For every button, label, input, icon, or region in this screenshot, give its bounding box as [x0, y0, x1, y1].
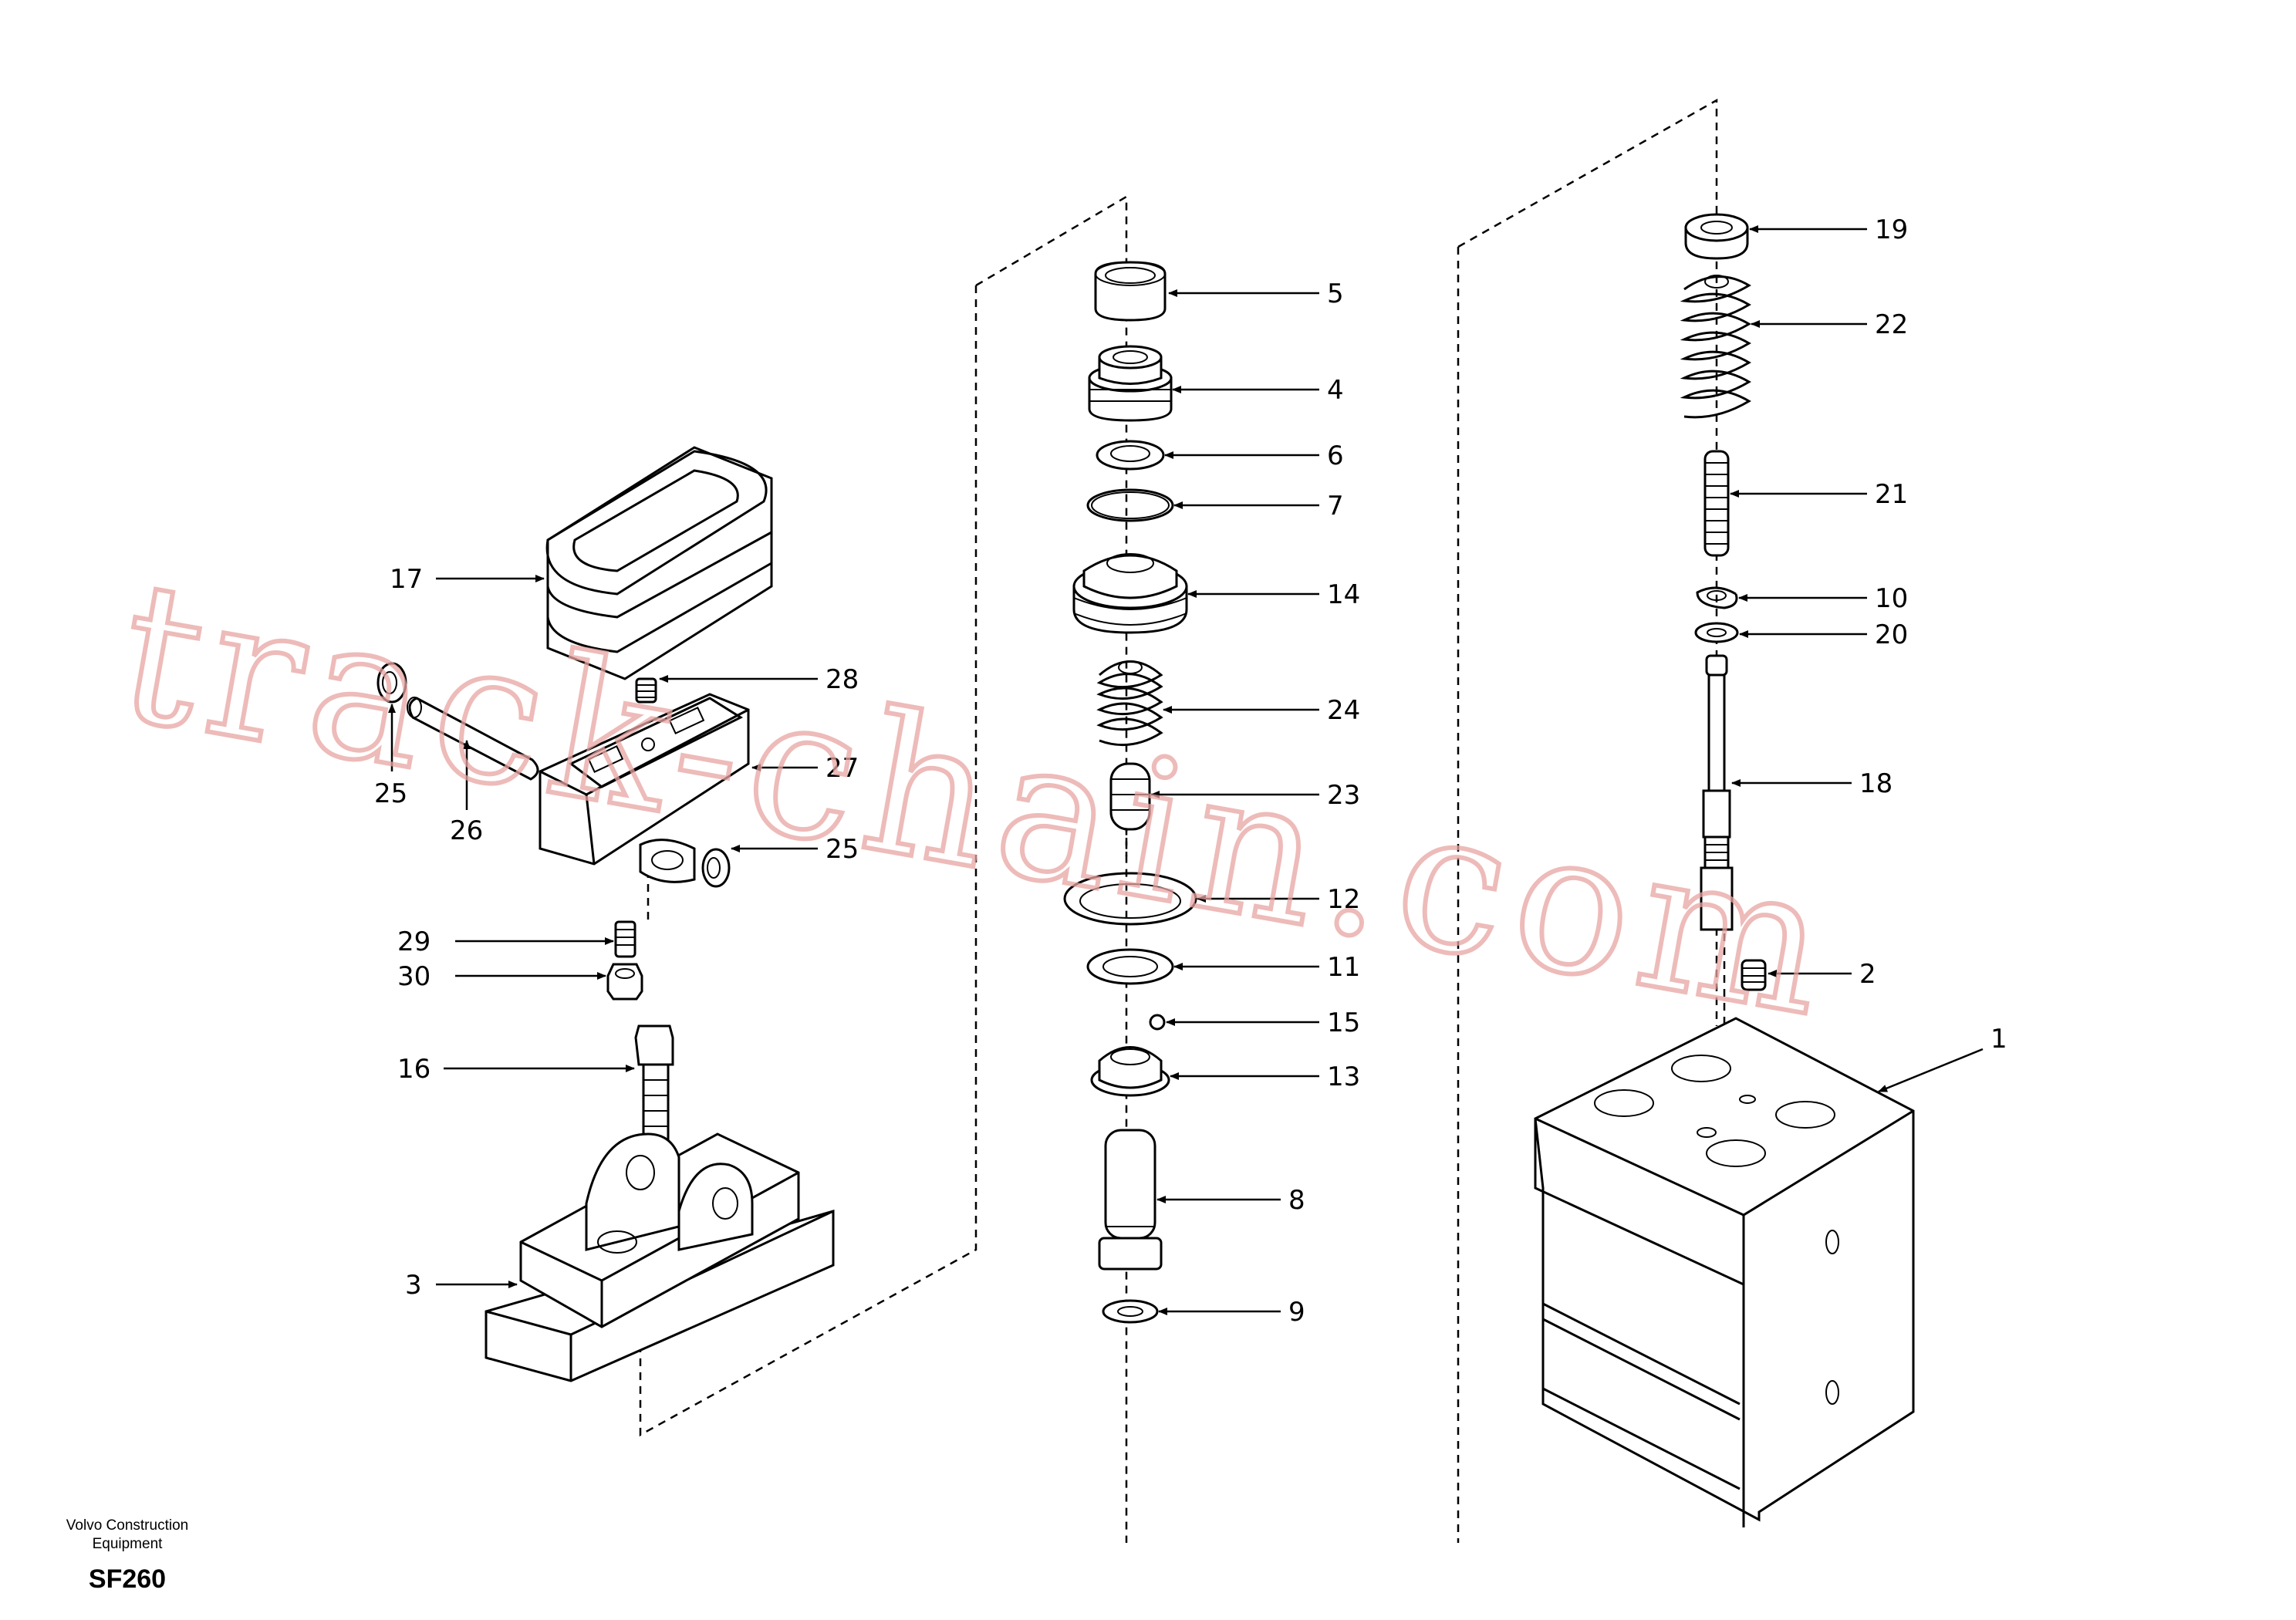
- callout-27: 27: [826, 753, 859, 784]
- callout-20: 20: [1875, 619, 1908, 650]
- callout-9: 9: [1288, 1297, 1305, 1328]
- callout-26: 26: [450, 815, 483, 846]
- part-11-washer: [1086, 948, 1174, 985]
- callout-16: 16: [397, 1054, 430, 1085]
- part-6-seal: [1096, 440, 1165, 471]
- part-1-valve-body: [1534, 1017, 1915, 1527]
- callout-numbers: 5 4 6 7 14 24 23 12 11 15 13 8 9 19 22 2…: [374, 214, 2007, 1328]
- callout-24: 24: [1327, 695, 1360, 726]
- part-30-nut: [606, 963, 643, 1001]
- callout-10: 10: [1875, 583, 1908, 614]
- footer-figure-code: SF260: [88, 1564, 167, 1594]
- callout-25-right: 25: [826, 834, 859, 865]
- callout-17: 17: [390, 564, 423, 595]
- callout-3: 3: [405, 1270, 422, 1301]
- part-16-bolt: [634, 1024, 674, 1143]
- part-15-ball: [1149, 1014, 1166, 1031]
- callout-18: 18: [1859, 768, 1893, 799]
- part-22-spring: [1680, 275, 1751, 419]
- part-21-spring: [1703, 450, 1730, 557]
- callout-12: 12: [1327, 884, 1360, 915]
- part-17-bellows-boot: [545, 446, 773, 680]
- part-25-ring-left: [376, 662, 407, 704]
- callout-11: 11: [1327, 952, 1360, 983]
- part-24-spring: [1096, 660, 1163, 747]
- part-25-ring-right: [701, 848, 731, 888]
- watermark-text: track-chain.com: [105, 538, 1852, 1061]
- callout-22: 22: [1875, 309, 1908, 340]
- callout-28: 28: [826, 664, 859, 695]
- part-3-base-plate: [485, 1132, 835, 1382]
- part-8-plunger: [1098, 1129, 1163, 1271]
- callout-6: 6: [1327, 440, 1344, 471]
- part-18-spool: [1700, 654, 1734, 931]
- part-19-spring-seat: [1684, 213, 1749, 260]
- callout-5: 5: [1327, 278, 1344, 309]
- part-5-sleeve: [1094, 261, 1167, 322]
- callout-2: 2: [1859, 959, 1876, 990]
- callout-13: 13: [1327, 1061, 1360, 1092]
- callout-21: 21: [1875, 479, 1908, 510]
- callout-7: 7: [1327, 491, 1344, 521]
- part-2-plug: [1741, 959, 1767, 991]
- part-13-retainer: [1090, 1046, 1170, 1097]
- callout-19: 19: [1875, 214, 1908, 245]
- part-26-pin: [407, 697, 539, 781]
- part-4-seal-housing: [1088, 345, 1173, 422]
- callout-1: 1: [1990, 1024, 2007, 1055]
- callout-14: 14: [1327, 579, 1360, 610]
- part-29-set-screw: [614, 920, 636, 958]
- callout-4: 4: [1327, 375, 1344, 406]
- callout-25-left: 25: [374, 778, 407, 809]
- callout-8: 8: [1288, 1185, 1305, 1216]
- part-14-spring-seat: [1072, 553, 1188, 634]
- leader-arrows: [388, 225, 1984, 1315]
- footer-brand: Volvo Construction Equipment SF260: [31, 1517, 224, 1595]
- part-9-washer: [1102, 1299, 1159, 1324]
- callout-23: 23: [1327, 780, 1360, 811]
- part-12-ring: [1063, 872, 1197, 926]
- part-23-spring: [1109, 762, 1151, 831]
- part-20-washer: [1694, 622, 1739, 643]
- part-7-o-ring: [1086, 488, 1174, 522]
- footer-brand-line2: Equipment: [92, 1536, 163, 1552]
- part-10-snap-ring: [1696, 586, 1738, 609]
- callout-29: 29: [397, 926, 430, 957]
- callout-30: 30: [397, 961, 430, 992]
- footer-brand-line1: Volvo Construction: [66, 1517, 189, 1534]
- part-28-set-screw: [635, 677, 657, 704]
- callout-15: 15: [1327, 1007, 1360, 1038]
- part-27-lever-bracket: [539, 693, 750, 883]
